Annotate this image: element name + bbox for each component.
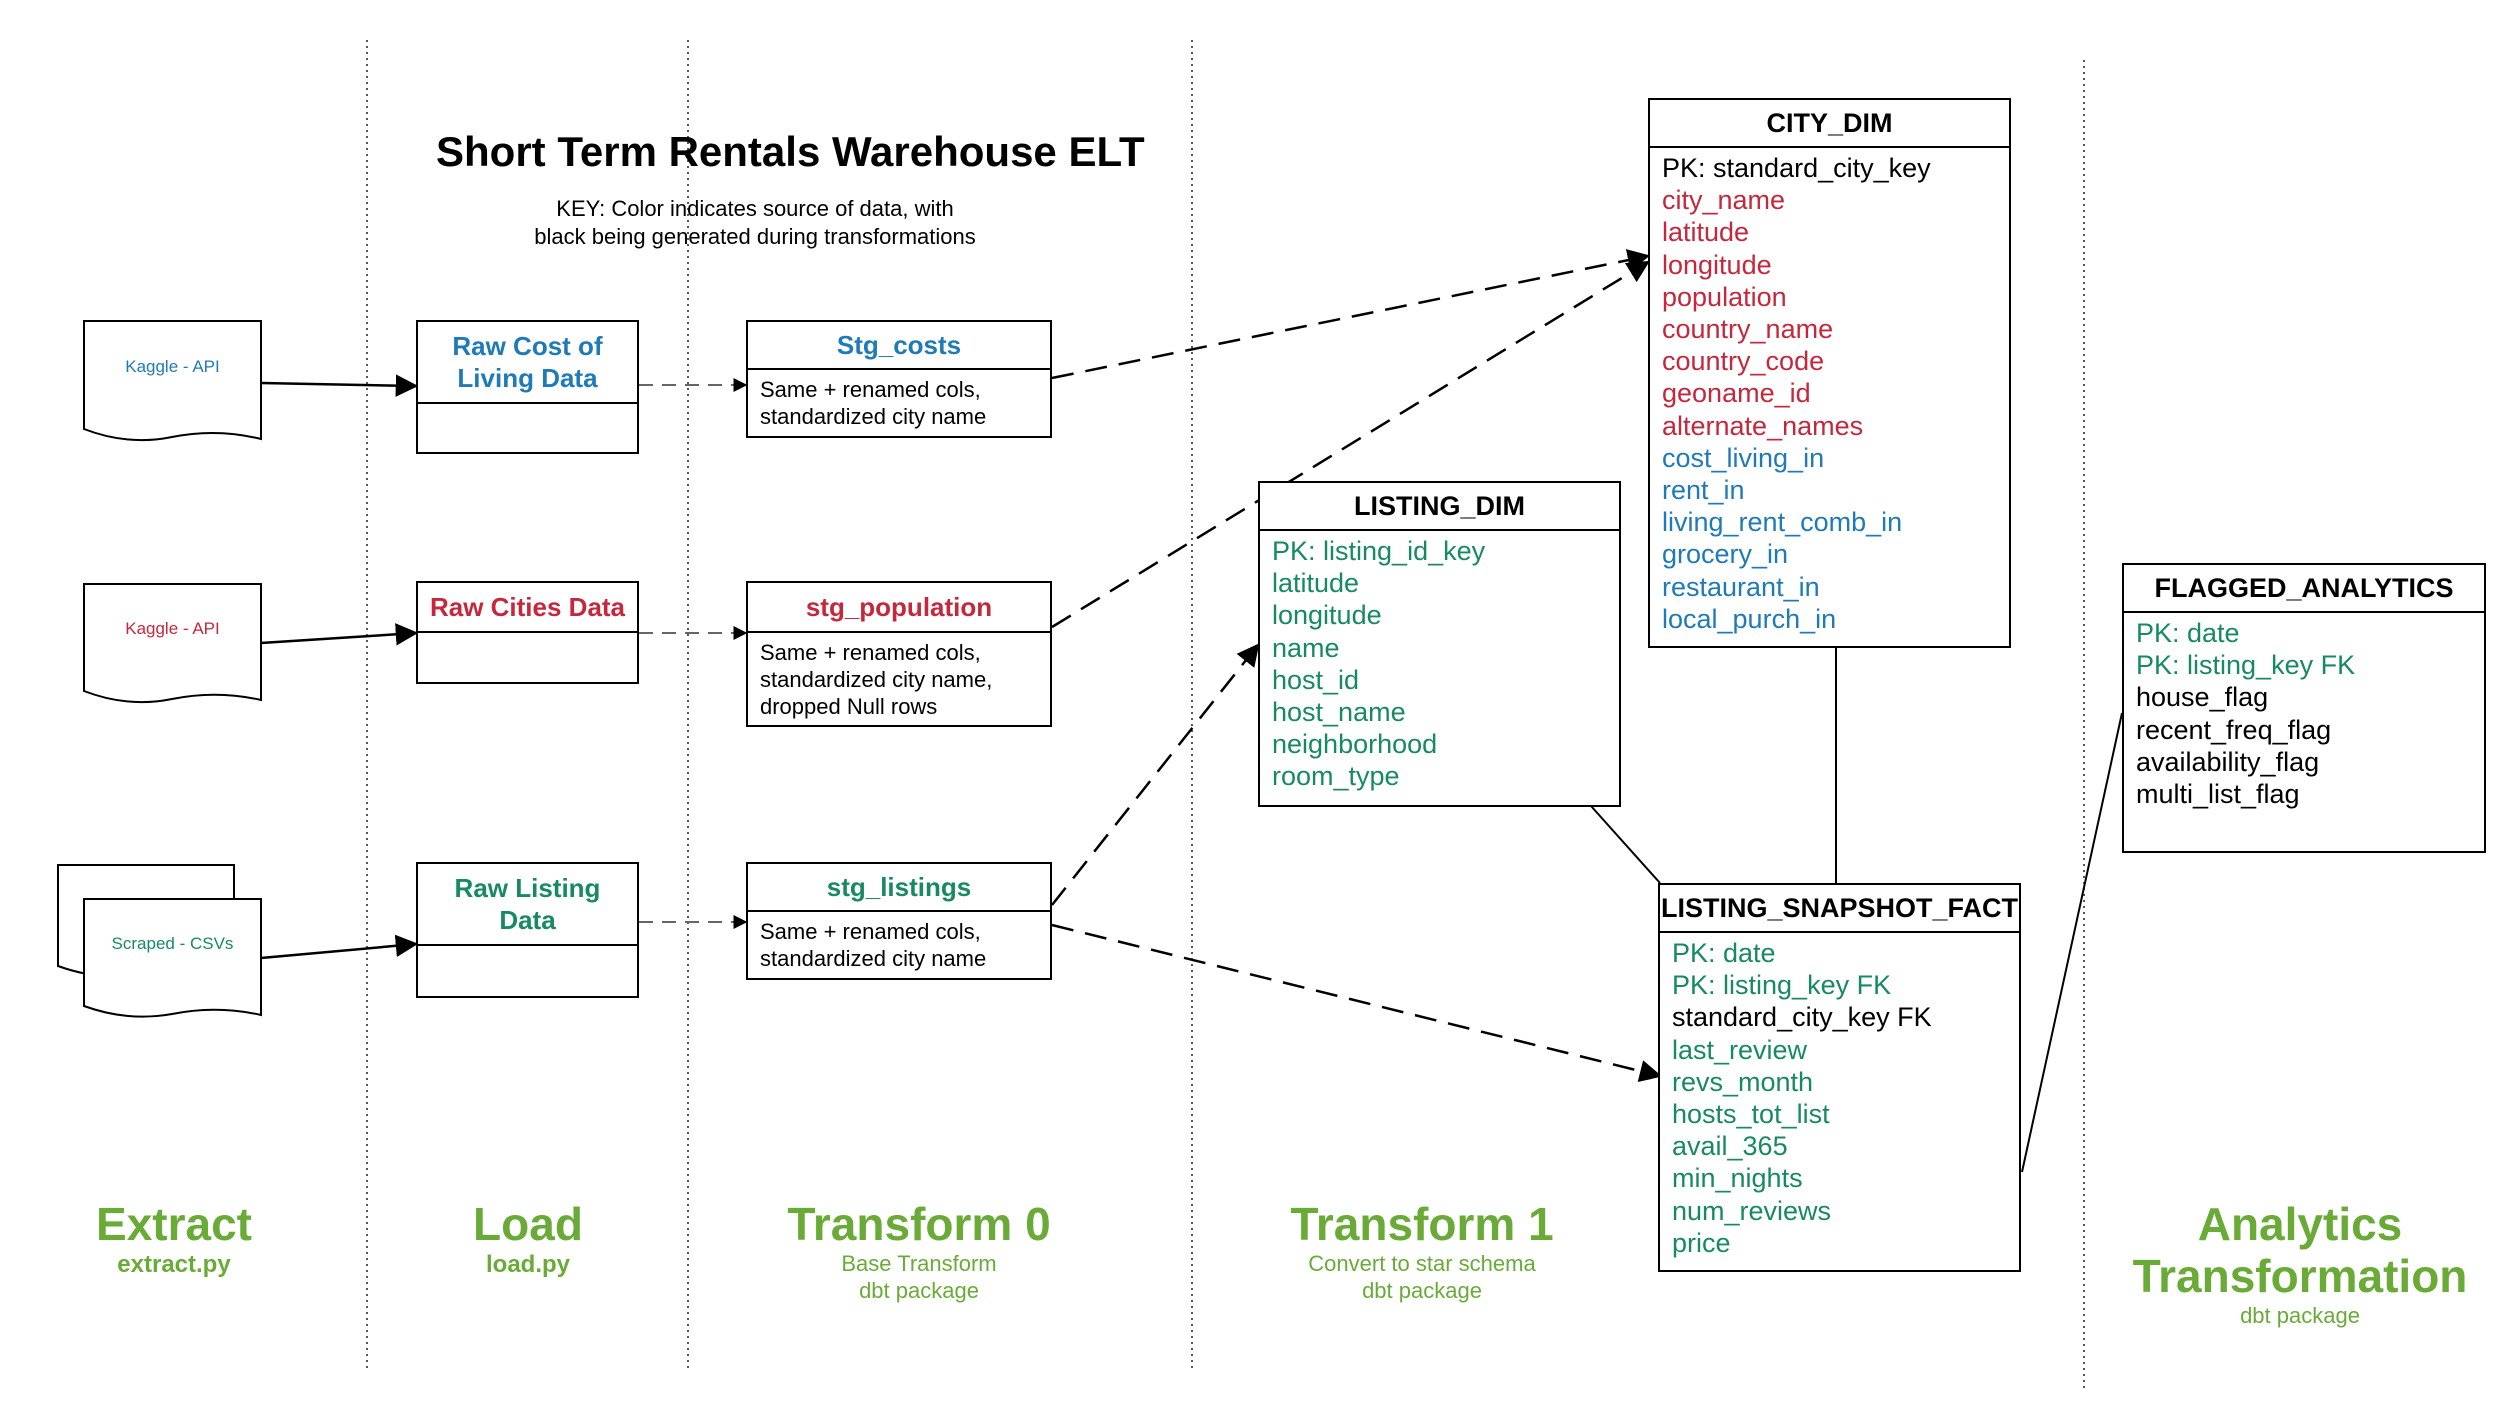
stage-analytics-name: Analytics Transformation bbox=[2132, 1198, 2468, 1302]
entity-field: grocery_in bbox=[1662, 539, 1789, 570]
entity-listing-snapshot-fact-title: LISTING_SNAPSHOT_FACT bbox=[1660, 885, 2019, 933]
entity-field: longitude bbox=[1272, 600, 1382, 631]
entity-field: availability_flag bbox=[2136, 746, 2320, 777]
entity-field: price bbox=[1672, 1227, 1731, 1258]
stage-transform-0: Transform 0 Base Transform dbt package bbox=[769, 1198, 1069, 1304]
raw-costs-table: Raw Cost of Living Data bbox=[416, 320, 639, 454]
stg-listings-desc: Same + renamed cols, standardized city n… bbox=[760, 919, 987, 971]
entity-field: host_name bbox=[1272, 697, 1406, 728]
entity-field: PK: standard_city_key bbox=[1662, 153, 1931, 183]
stage-extract-file: extract.py bbox=[117, 1251, 231, 1278]
raw-cities-table: Raw Cities Data bbox=[416, 581, 639, 684]
stage-analytics: Analytics Transformation dbt package bbox=[2100, 1198, 2500, 1329]
entity-field: hosts_tot_list bbox=[1672, 1099, 1830, 1130]
stage-transform-1: Transform 1 Convert to star schema dbt p… bbox=[1272, 1198, 1572, 1304]
stage-extract-name: Extract bbox=[96, 1198, 252, 1250]
stage-transform-1-name: Transform 1 bbox=[1290, 1198, 1554, 1250]
entity-field: population bbox=[1662, 281, 1787, 312]
entity-field: country_name bbox=[1662, 314, 1834, 345]
entity-field: standard_city_key FK bbox=[1672, 1002, 1932, 1033]
entity-field: PK: date bbox=[2136, 618, 2240, 648]
source-label-costs: Kaggle - API bbox=[125, 357, 220, 376]
entity-field: last_review bbox=[1672, 1034, 1808, 1065]
stage-analytics-desc: dbt package bbox=[2240, 1303, 2360, 1328]
arrow-stg-population-to-city-dim bbox=[1051, 260, 1650, 629]
relation-listing-dim-fact bbox=[1590, 805, 1661, 884]
entity-field: PK: listing_id_key bbox=[1272, 536, 1486, 566]
stg-costs-title: Stg_costs bbox=[748, 322, 1050, 370]
entity-field: rent_in bbox=[1662, 475, 1745, 506]
arrow-source-costs-to-raw bbox=[260, 374, 419, 397]
stage-transform-1-desc: Convert to star schema dbt package bbox=[1308, 1251, 1536, 1303]
diagram-title: Short Term Rentals Warehouse ELT bbox=[436, 128, 1145, 175]
entity-field: min_nights bbox=[1672, 1163, 1803, 1194]
stage-load: Load load.py bbox=[398, 1198, 658, 1280]
entity-field: city_name bbox=[1662, 185, 1786, 216]
stg-population-desc: Same + renamed cols, standardized city n… bbox=[760, 640, 993, 719]
stg-listings-table: stg_listings Same + renamed cols, standa… bbox=[746, 862, 1052, 980]
stg-costs-table: Stg_costs Same + renamed cols, standardi… bbox=[746, 320, 1052, 438]
entity-city-dim-title: CITY_DIM bbox=[1650, 100, 2009, 148]
relation-fact-analytics bbox=[2021, 712, 2123, 1173]
stage-transform-0-name: Transform 0 bbox=[787, 1198, 1051, 1250]
entity-field: avail_365 bbox=[1672, 1131, 1788, 1162]
doc-shape-cities bbox=[83, 583, 262, 704]
entity-field: longitude bbox=[1662, 249, 1772, 280]
entity-field: num_reviews bbox=[1672, 1195, 1832, 1226]
stage-extract: Extract extract.py bbox=[44, 1198, 304, 1280]
stg-population-table: stg_population Same + renamed cols, stan… bbox=[746, 581, 1052, 727]
entity-field: cost_living_in bbox=[1662, 442, 1825, 473]
entity-field: host_id bbox=[1272, 664, 1360, 695]
raw-listings-table: Raw Listing Data bbox=[416, 862, 639, 998]
entity-field: restaurant_in bbox=[1662, 571, 1820, 602]
entity-field: room_type bbox=[1272, 761, 1400, 792]
stage-load-file: load.py bbox=[485, 1251, 570, 1278]
stg-listings-title: stg_listings bbox=[748, 864, 1050, 912]
arrow-stg-listings-to-fact bbox=[1051, 923, 1663, 1083]
entity-field: name bbox=[1272, 632, 1340, 663]
stage-load-name: Load bbox=[473, 1198, 583, 1250]
entity-field: local_purch_in bbox=[1662, 603, 1837, 634]
entity-field: PK: date bbox=[1672, 938, 1776, 968]
entity-field: PK: listing_key FK bbox=[2136, 650, 2356, 681]
entity-field: country_code bbox=[1662, 346, 1825, 377]
entity-field: PK: listing_key FK bbox=[1672, 970, 1892, 1001]
entity-field: latitude bbox=[1662, 217, 1750, 248]
entity-field: neighborhood bbox=[1272, 729, 1438, 760]
raw-cities-title: Raw Cities Data bbox=[418, 583, 637, 633]
stg-population-title: stg_population bbox=[748, 583, 1050, 633]
entity-field: alternate_names bbox=[1662, 410, 1864, 441]
entity-flagged-analytics-title: FLAGGED_ANALYTICS bbox=[2124, 565, 2484, 613]
arrow-stg-listings-to-listing-dim bbox=[1051, 643, 1260, 906]
raw-costs-title: Raw Cost of Living Data bbox=[418, 322, 637, 404]
entity-field: geoname_id bbox=[1662, 378, 1811, 409]
raw-listings-title: Raw Listing Data bbox=[418, 864, 637, 946]
stage-transform-0-desc: Base Transform dbt package bbox=[841, 1251, 997, 1303]
source-label-listings: Scraped - CSVs bbox=[111, 934, 234, 953]
doc-shape-costs bbox=[83, 320, 262, 442]
entity-field: revs_month bbox=[1672, 1066, 1814, 1097]
entity-field: living_rent_comb_in bbox=[1662, 507, 1903, 538]
entity-field: latitude bbox=[1272, 568, 1360, 599]
entity-field: multi_list_flag bbox=[2136, 779, 2300, 810]
arrow-source-listings-to-raw bbox=[260, 934, 419, 960]
doc-shape-listings bbox=[83, 898, 262, 1018]
entity-listing-dim-title: LISTING_DIM bbox=[1260, 483, 1619, 531]
entity-field: house_flag bbox=[2136, 682, 2269, 713]
arrow-source-cities-to-raw bbox=[260, 623, 419, 646]
source-label-cities: Kaggle - API bbox=[125, 619, 220, 638]
stg-costs-desc: Same + renamed cols, standardized city n… bbox=[760, 377, 987, 429]
key-note: KEY: Color indicates source of data, wit… bbox=[534, 196, 976, 249]
entity-field: recent_freq_flag bbox=[2136, 714, 2332, 745]
